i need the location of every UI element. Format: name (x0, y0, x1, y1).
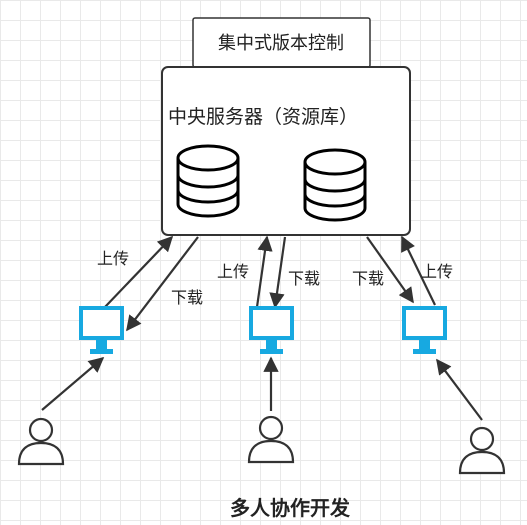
upload-arrow (255, 235, 273, 308)
database-icon (303, 148, 367, 222)
download-arrow (126, 236, 199, 332)
server-label: 中央服务器（资源库） (168, 106, 358, 128)
diagram-caption: 多人协作开发 (230, 496, 351, 520)
monitor-icon (79, 306, 124, 354)
monitor-icon (402, 306, 447, 354)
upload-label: 上传 (97, 249, 129, 268)
download-label: 下载 (352, 269, 384, 288)
title-box: 集中式版本控制 (192, 17, 371, 68)
download-arrow (269, 236, 287, 309)
client-2-links: 上传 下载 (217, 235, 320, 309)
user-icon (458, 426, 506, 475)
database-icon (176, 144, 240, 218)
central-server: 中央服务器（资源库） (161, 66, 411, 236)
monitor-icon (249, 306, 294, 354)
download-label: 下载 (171, 288, 203, 307)
user-1-arrow (41, 357, 105, 411)
user-icon (17, 417, 65, 466)
client-1-links: 上传 下载 (97, 235, 203, 332)
upload-arrow (104, 235, 174, 308)
download-arrow (366, 236, 414, 304)
upload-label: 上传 (421, 262, 453, 281)
title-text: 集中式版本控制 (218, 33, 344, 54)
upload-arrow (401, 235, 436, 306)
client-3-links: 下载 上传 (352, 235, 453, 306)
user-3-arrow (436, 358, 483, 421)
upload-label: 上传 (217, 262, 249, 281)
download-label: 下载 (288, 269, 320, 288)
user-icon (247, 415, 295, 464)
